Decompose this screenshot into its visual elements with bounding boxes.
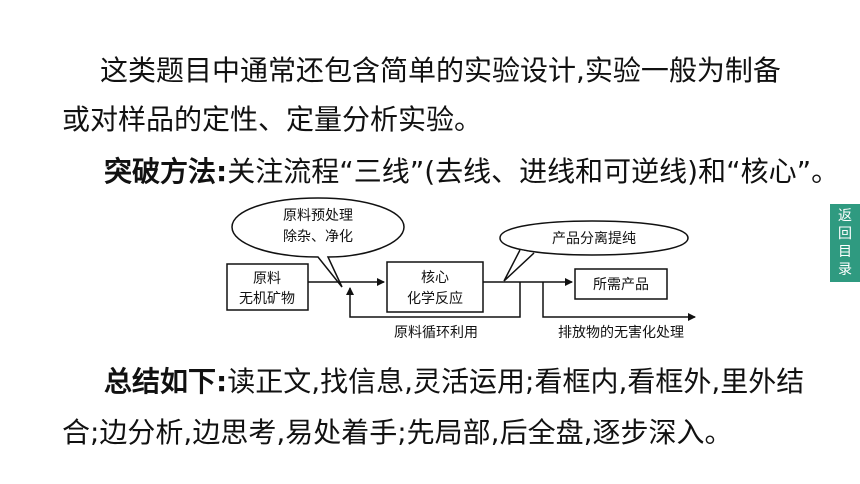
raw-material-box (226, 263, 309, 311)
method-text: 关注流程“三线”(去线、进线和可逆线)和“核心”。 (227, 155, 840, 188)
emission-label: 排放物的无害化处理 (558, 325, 684, 341)
back-to-contents-button[interactable]: 返 回 目 录 (830, 204, 860, 282)
raw-material-line1: 原料 (253, 271, 281, 287)
separation-callout-bubble (499, 220, 689, 256)
summary-text-line1: 读正文,找信息,灵活运用;看框内,看框外,里外结 (227, 365, 805, 398)
paragraph-summary-line2: 合;边分析,边思考,易处着手;先局部,后全盘,逐步深入。 (62, 416, 733, 449)
nav-char-4: 录 (838, 262, 852, 278)
paragraph-summary-line1: 总结如下:读正文,找信息,灵活运用;看框内,看框外,里外结 (104, 359, 804, 405)
product-label: 所需产品 (593, 277, 649, 293)
method-label: 突破方法: (104, 155, 228, 188)
core-reaction-box (386, 261, 484, 313)
separation-label: 产品分离提纯 (552, 230, 636, 247)
pretreatment-callout-bubble (231, 197, 405, 288)
emission-line (542, 282, 696, 321)
recycle-label: 原料循环利用 (394, 325, 478, 341)
recycle-loop-line (346, 282, 521, 318)
product-box (574, 268, 668, 300)
separation-callout-tail (503, 249, 535, 282)
paragraph-intro-line2: 或对样品的定性、定量分析实验。 (62, 103, 483, 136)
summary-label: 总结如下: (104, 365, 228, 398)
nav-char-1: 返 (838, 208, 852, 224)
nav-char-2: 回 (838, 226, 852, 242)
pretreatment-line2: 除杂、净化 (283, 229, 353, 245)
paragraph-method: 突破方法:关注流程“三线”(去线、进线和可逆线)和“核心”。 (104, 149, 839, 195)
nav-char-3: 目 (838, 244, 852, 260)
pretreatment-line1: 原料预处理 (283, 208, 353, 224)
paragraph-intro-line1: 这类题目中通常还包含简单的实验设计,实验一般为制备 (100, 54, 781, 87)
raw-material-line2: 无机矿物 (239, 291, 295, 307)
core-reaction-line1: 核心 (421, 270, 449, 286)
process-flow-diagram: 原料预处理 除杂、净化 原料 无机矿物 核心 化学反应 产品分离提纯 所需产品 … (226, 197, 696, 341)
core-reaction-line2: 化学反应 (407, 290, 463, 307)
